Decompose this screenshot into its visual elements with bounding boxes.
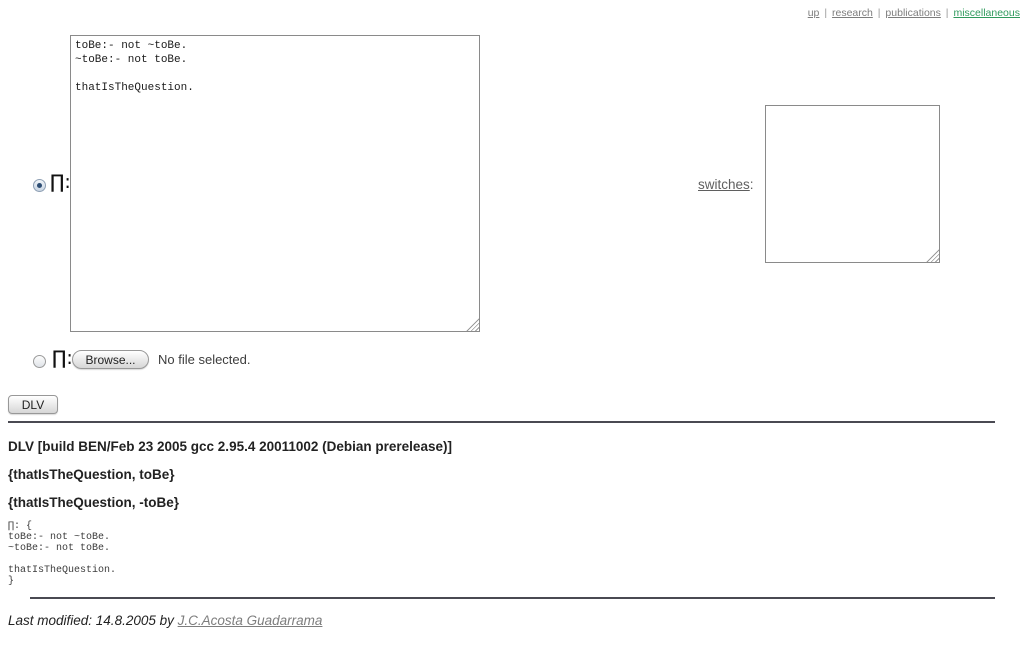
program-file-radio[interactable]: [33, 355, 46, 368]
nav-link-miscellaneous[interactable]: miscellaneous: [953, 7, 1020, 19]
dlv-submit-button[interactable]: DLV: [8, 395, 58, 414]
program-file-label: ∏:: [52, 347, 73, 369]
author-link[interactable]: J.C.Acosta Guadarrama: [177, 613, 323, 628]
program-text-label: ∏:: [50, 171, 71, 193]
divider-top: [8, 421, 995, 423]
top-navigation: up | research | publications | miscellan…: [808, 7, 1020, 19]
last-modified-text: Last modified: 14.8.2005 by: [8, 613, 178, 628]
program-textarea-wrapper: toBe:- not ~toBe. ~toBe:- not toBe. that…: [70, 35, 480, 332]
divider-bottom: [30, 597, 995, 599]
nav-link-publications[interactable]: publications: [885, 7, 941, 19]
program-textarea[interactable]: toBe:- not ~toBe. ~toBe:- not toBe. that…: [71, 36, 479, 331]
program-echo-block: ∏: { toBe:- not ~toBe. ~toBe:- not toBe.…: [8, 521, 117, 587]
nav-link-research[interactable]: research: [831, 7, 873, 19]
dlv-version-line: DLV [build BEN/Feb 23 2005 gcc 2.95.4 20…: [8, 439, 452, 454]
switches-link[interactable]: switches: [698, 177, 750, 192]
answer-set-2: {thatIsTheQuestion, -toBe}: [8, 495, 180, 510]
file-status-text: No file selected.: [158, 352, 251, 367]
switches-textarea[interactable]: [766, 106, 939, 262]
switches-colon: :: [749, 177, 754, 192]
program-text-radio[interactable]: [33, 179, 46, 192]
answer-set-1: {thatIsTheQuestion, toBe}: [8, 467, 175, 482]
switches-textarea-wrapper: [765, 105, 940, 263]
nav-separator: |: [824, 7, 828, 19]
last-modified-line: Last modified: 14.8.2005 by J.C.Acosta G…: [8, 613, 322, 628]
nav-separator: |: [945, 7, 949, 19]
browse-button[interactable]: Browse...: [72, 350, 149, 369]
nav-link-up[interactable]: up: [807, 7, 820, 19]
switches-label: switches:: [698, 177, 754, 192]
nav-separator: |: [877, 7, 881, 19]
